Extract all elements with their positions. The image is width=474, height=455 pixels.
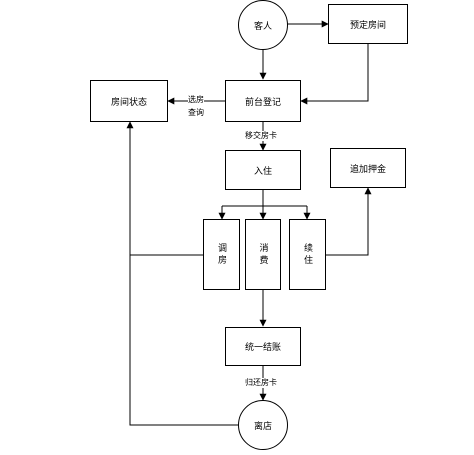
edge-label-query: 查询 — [188, 108, 204, 118]
node-check-in-label: 入住 — [253, 166, 272, 177]
node-change-room: 调房 — [203, 219, 240, 290]
node-reserve-room: 预定房间 — [328, 4, 408, 44]
node-consume: 消费 — [245, 219, 281, 290]
edge-label-hand-over-card: 移交房卡 — [245, 131, 277, 141]
edge-label-return-card: 归还房卡 — [245, 378, 277, 388]
edge-label-select-room: 选房 — [188, 95, 204, 105]
node-guest: 客人 — [238, 0, 288, 50]
node-leave-label: 离店 — [253, 421, 272, 432]
edge-reserve-to-frontdesk — [300, 44, 369, 105]
node-add-deposit-label: 追加押金 — [349, 164, 386, 175]
node-room-status-label: 房间状态 — [110, 97, 147, 108]
node-consume-label: 消费 — [257, 242, 268, 267]
edge-leave-to-status — [126, 121, 238, 426]
node-extend-stay-label: 续住 — [302, 242, 312, 267]
node-extend-stay: 续住 — [289, 219, 326, 290]
node-reserve-room-label: 预定房间 — [349, 20, 386, 31]
node-front-desk-label: 前台登记 — [244, 97, 281, 108]
node-guest-label: 客人 — [253, 21, 272, 32]
node-add-deposit: 追加押金 — [330, 148, 406, 188]
node-front-desk: 前台登记 — [225, 80, 301, 122]
node-settle-label: 统一结账 — [244, 343, 281, 353]
node-check-in: 入住 — [225, 150, 301, 190]
node-leave: 离店 — [238, 400, 288, 450]
node-settle: 统一结账 — [225, 327, 301, 366]
node-room-status: 房间状态 — [90, 80, 168, 122]
node-change-room-label: 调房 — [216, 242, 226, 267]
edge-extend-to-deposit — [326, 187, 372, 256]
